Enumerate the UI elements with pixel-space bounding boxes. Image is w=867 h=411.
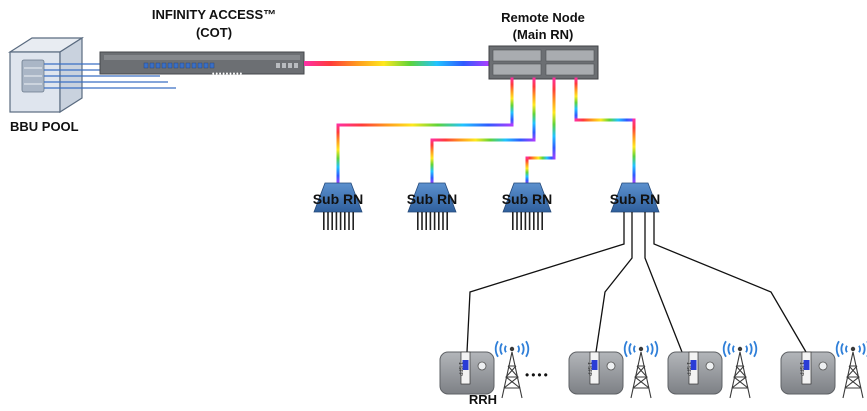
bbu-pool: BBU POOL <box>7 36 85 134</box>
cot-subtitle: (COT) <box>196 25 232 40</box>
rainbow-fiber-segment <box>336 123 340 185</box>
wireless-signal-icon <box>722 340 758 358</box>
cot-dots: ••••••••• <box>212 71 243 78</box>
wireless-signal-icon <box>623 340 659 358</box>
rainbow-fiber-segment <box>510 77 514 127</box>
cell-tower-icon <box>729 346 751 399</box>
remote-node: Remote Node (Main RN) <box>488 10 599 80</box>
sfp-label: 1 SFP <box>586 362 592 377</box>
rrh-unit-4: 1 SFP <box>780 340 867 399</box>
cot-port <box>185 62 191 69</box>
sub-rn-label: Sub RN <box>407 191 458 207</box>
rainbow-fiber-segment <box>336 123 514 127</box>
sub-rn-body <box>610 182 660 213</box>
rn-subrn-links <box>336 77 636 185</box>
cell-tower-icon <box>501 346 523 399</box>
sub-rn-label: Sub RN <box>502 191 553 207</box>
rrh-group: 1 SFP 1 SFP 1 SFP 1 SFP <box>439 340 867 399</box>
sub-rn-output-ports <box>323 212 354 230</box>
sfp-label: 1 SFP <box>685 362 691 377</box>
cot-port <box>191 62 197 69</box>
rainbow-fiber-segment <box>430 138 536 142</box>
cot-port <box>155 62 161 69</box>
cot-port <box>288 63 292 68</box>
rainbow-fiber-segment <box>525 156 556 160</box>
cot-port <box>294 63 298 68</box>
sub-rn-body <box>313 182 363 213</box>
cot-port <box>197 62 203 69</box>
cot-port <box>161 62 167 69</box>
sub-rn-label: Sub RN <box>610 191 661 207</box>
sub-rn-4: Sub RN <box>610 182 661 213</box>
wireless-signal-icon <box>494 340 530 358</box>
sub-rn-1: Sub RN <box>313 182 364 230</box>
rainbow-fiber-segment <box>574 118 636 122</box>
rainbow-fiber-segment <box>632 118 636 185</box>
cot-port <box>149 62 155 69</box>
cot-port <box>282 63 286 68</box>
sub-rn-3: Sub RN <box>502 182 553 230</box>
sfp-label: 1 SFP <box>798 362 804 377</box>
sub-rn-label: Sub RN <box>313 191 364 207</box>
rrh-unit-1: 1 SFP <box>439 340 530 399</box>
cot-port <box>179 62 185 69</box>
wireless-signal-icon <box>835 340 867 358</box>
sub-rn-2: Sub RN <box>407 182 458 230</box>
rainbow-fiber-segment <box>430 138 434 185</box>
sfp-module-icon: 1 SFP <box>457 351 471 385</box>
sub-rn-body <box>407 182 457 213</box>
sfp-module-icon: 1 SFP <box>798 351 812 385</box>
sfp-module-icon: 1 SFP <box>586 351 600 385</box>
cell-tower-icon <box>842 346 864 399</box>
rrh-dots: •••• <box>525 368 550 382</box>
cot-port <box>167 62 173 69</box>
sub-rn-output-ports <box>417 212 448 230</box>
cot-rn-trunk <box>304 61 490 66</box>
cot-port <box>276 63 280 68</box>
rrh-unit-2: 1 SFP <box>568 340 659 399</box>
rainbow-fiber-segment <box>574 77 578 122</box>
rainbow-fiber-segment <box>525 156 529 185</box>
rn-subtitle: (Main RN) <box>513 27 574 42</box>
cot-ports <box>143 62 298 69</box>
subrn-rrh-links <box>466 212 807 353</box>
cot-port <box>173 62 179 69</box>
sfp-label: 1 SFP <box>457 362 463 377</box>
rrh-label: RRH <box>469 392 497 407</box>
rrh-unit-3: 1 SFP <box>667 340 758 399</box>
cell-tower-icon <box>630 346 652 399</box>
rn-title: Remote Node <box>501 10 585 25</box>
bbu-label: BBU POOL <box>10 119 79 134</box>
sub-rn-body <box>502 182 552 213</box>
cot-port <box>143 62 149 69</box>
rainbow-fiber-segment <box>552 77 556 160</box>
sub-rn-group: Sub RN Sub RN Sub RN Sub RN <box>313 182 661 230</box>
sub-rn-output-ports <box>512 212 543 230</box>
cot-port <box>203 62 209 69</box>
cot-port <box>209 62 215 69</box>
rainbow-fiber-segment <box>532 77 536 142</box>
cot-device: INFINITY ACCESS™ (COT) ••••••••• <box>99 7 305 78</box>
sfp-module-icon: 1 SFP <box>685 351 699 385</box>
cot-title: INFINITY ACCESS™ <box>152 7 276 22</box>
server-rack-icon <box>7 36 85 114</box>
